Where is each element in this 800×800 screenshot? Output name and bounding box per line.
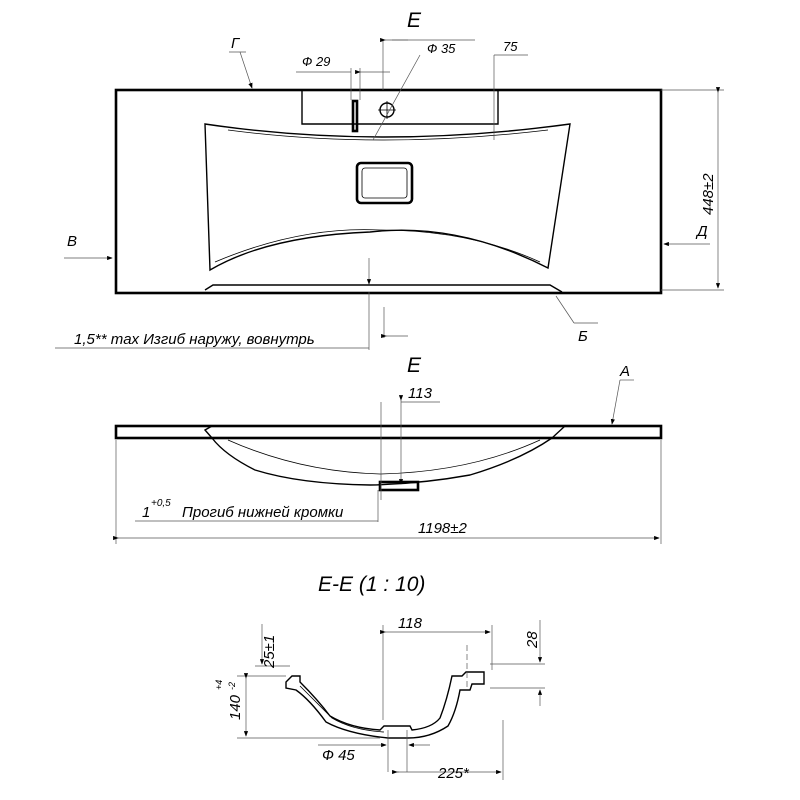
slab-outline <box>114 88 663 295</box>
section-marker-top: E <box>407 9 422 32</box>
dim-225: 225* <box>437 765 470 782</box>
dim-25: 25±1 <box>261 635 278 669</box>
dim-d35: Ф 35 <box>427 41 456 56</box>
dim-1198: 1198±2 <box>418 520 467 537</box>
note-deflection-text: Прогиб нижней кромки <box>182 504 344 521</box>
side-slab <box>114 424 663 440</box>
side-view: А 113 1 +0,5 Прогиб нижней кромки 1198±2 <box>113 363 663 544</box>
label-g: Г <box>231 35 241 52</box>
bowl-inner-curve <box>214 229 541 263</box>
bowl-outline <box>204 123 571 272</box>
label-d: Д <box>695 223 708 240</box>
dim-d29: Ф 29 <box>302 54 330 69</box>
dim-75: 75 <box>503 39 518 54</box>
bowl-rim-curve <box>227 129 549 141</box>
side-bowl <box>203 425 567 486</box>
dim-28: 28 <box>524 631 541 649</box>
dim-448: 448±2 <box>700 173 717 215</box>
faucet-deck <box>301 90 499 125</box>
note-deflection-base: 1 <box>142 504 150 521</box>
section-profile <box>285 671 485 739</box>
top-view: Ф 29 Ф 35 75 E Г В Д 448±2 Б <box>55 9 724 377</box>
section-title: E-E (1 : 10) <box>318 573 425 596</box>
dim-140-base: 140 <box>227 694 244 720</box>
dim-140-tol-bottom: -2 <box>227 682 237 690</box>
dim-140-tol-top: +4 <box>214 680 224 690</box>
label-a: А <box>619 363 630 380</box>
dim-113: 113 <box>408 385 433 402</box>
front-lip <box>204 284 563 293</box>
section-view: E-E (1 : 10) 118 28 25±1 140 +4 -2 Ф 45 <box>214 573 545 782</box>
side-drain <box>378 480 420 492</box>
label-v: В <box>67 233 77 250</box>
note-deflection-sup: +0,5 <box>151 498 171 509</box>
dim-d45: Ф 45 <box>322 747 355 764</box>
overflow-slot <box>355 161 414 205</box>
note-bend: 1,5** max Изгиб наружу, вовнутрь <box>74 331 315 348</box>
dim-118: 118 <box>398 615 423 632</box>
label-b: Б <box>578 328 588 345</box>
section-marker-bottom: E <box>407 354 422 377</box>
